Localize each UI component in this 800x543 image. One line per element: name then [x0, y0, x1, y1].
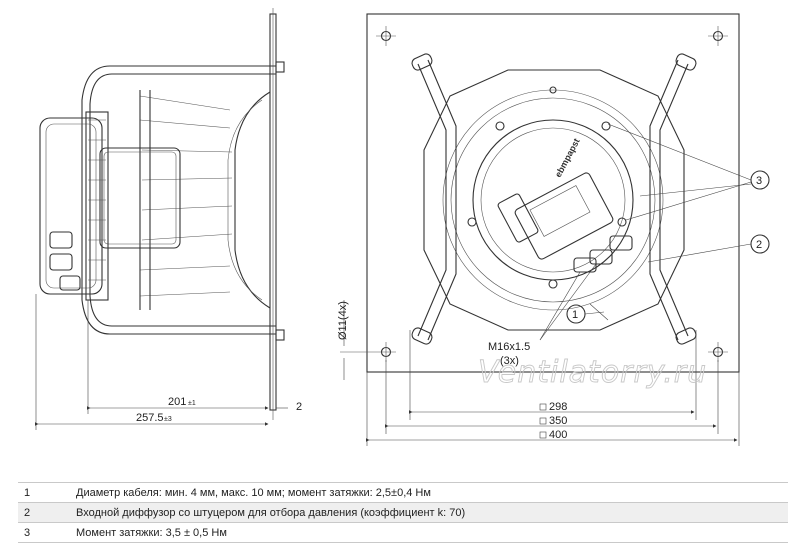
legend-num: 1 [24, 486, 31, 499]
dim-201: 201 [168, 396, 186, 408]
dim-257-tol: ±3 [164, 416, 172, 423]
legend-text: Диаметр кабеля: мин. 4 мм, макс. 10 мм; … [76, 486, 431, 499]
callout-3: 3 [756, 175, 762, 187]
dim-400: 400 [549, 429, 567, 441]
watermark: Ventilatorry.ru [478, 355, 707, 390]
legend-row: 1 Диаметр кабеля: мин. 4 мм, макс. 10 мм… [18, 482, 788, 502]
legend-num: 3 [24, 526, 31, 539]
callout-2: 2 [756, 239, 762, 251]
side-view: 201 ±1 257.5 ±3 2 [35, 8, 302, 430]
dim-201-tol: ±1 [188, 400, 196, 407]
legend-num: 2 [24, 506, 31, 519]
dim-257: 257.5 [136, 412, 164, 424]
brand-label: ebmpapst [553, 137, 582, 179]
dim-298: 298 [549, 401, 567, 413]
callout-1: 1 [572, 309, 578, 321]
legend-row: 3 Момент затяжки: 3,5 ± 0,5 Нм [18, 522, 788, 543]
legend-text: Входной диффузор со штуцером для отбора … [76, 506, 466, 519]
dim-350: 350 [549, 415, 567, 427]
legend-text: Момент затяжки: 3,5 ± 0,5 Нм [76, 526, 227, 539]
legend-row: 2 Входной диффузор со штуцером для отбор… [18, 502, 788, 522]
front-view: ebmpapst 298 350 400 Ø11(4x) 3 2 1 [337, 13, 770, 446]
technical-drawing: 201 ±1 257.5 ±3 2 [35, 8, 770, 446]
dim-hole: Ø11(4x) [337, 301, 349, 340]
dim-2: 2 [296, 401, 302, 413]
thread-qty: (3x) [500, 355, 519, 367]
legend-table: 1 Диаметр кабеля: мин. 4 мм, макс. 10 мм… [18, 482, 788, 543]
thread-label: M16x1.5 [488, 341, 530, 353]
